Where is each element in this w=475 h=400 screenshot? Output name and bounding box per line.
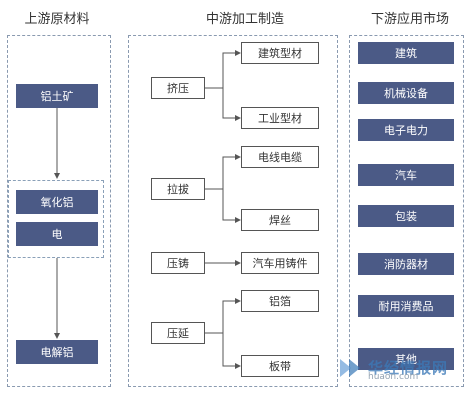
rolling-output: 铝箔 [241,290,319,312]
market-box: 汽车 [358,164,454,186]
casting-output: 汽车用铸件 [241,252,319,274]
market-box: 耐用消费品 [358,295,454,317]
market-box: 电子电力 [358,119,454,141]
upstream-title: 上游原材料 [24,12,90,27]
downstream-title: 下游应用市场 [370,12,449,27]
drawing-output: 电线电缆 [241,146,319,168]
extrusion-output: 建筑型材 [241,42,319,64]
midstream-panel [128,35,338,387]
alumina-electricity-group [8,180,104,258]
market-box: 消防器材 [358,253,454,275]
market-box: 建筑 [358,42,454,64]
casting-box: 压铸 [151,252,205,274]
extrusion-output: 工业型材 [241,107,319,129]
electrolytic-aluminum-box: 电解铝 [16,340,98,364]
watermark-logo: 华经情报网 huaon.com [338,350,470,386]
market-box: 其他 [358,348,454,370]
drawing-output: 焊丝 [241,209,319,231]
rolling-box: 压延 [151,322,205,344]
market-box: 包装 [358,205,454,227]
drawing-box: 拉拔 [151,178,205,200]
alumina-box: 氧化铝 [16,190,98,214]
market-box: 机械设备 [358,82,454,104]
electricity-box: 电 [16,222,98,246]
rolling-output: 板带 [241,355,319,377]
extrusion-box: 挤压 [151,77,205,99]
upstream-panel [7,35,111,387]
midstream-title: 中游加工制造 [205,12,284,27]
watermark-brand: 华经情报网 [368,358,449,377]
watermark-site: huaon.com [368,372,419,382]
downstream-panel [349,35,464,387]
bauxite-box: 铝土矿 [16,84,98,108]
watermark-logo-icon [338,355,364,381]
